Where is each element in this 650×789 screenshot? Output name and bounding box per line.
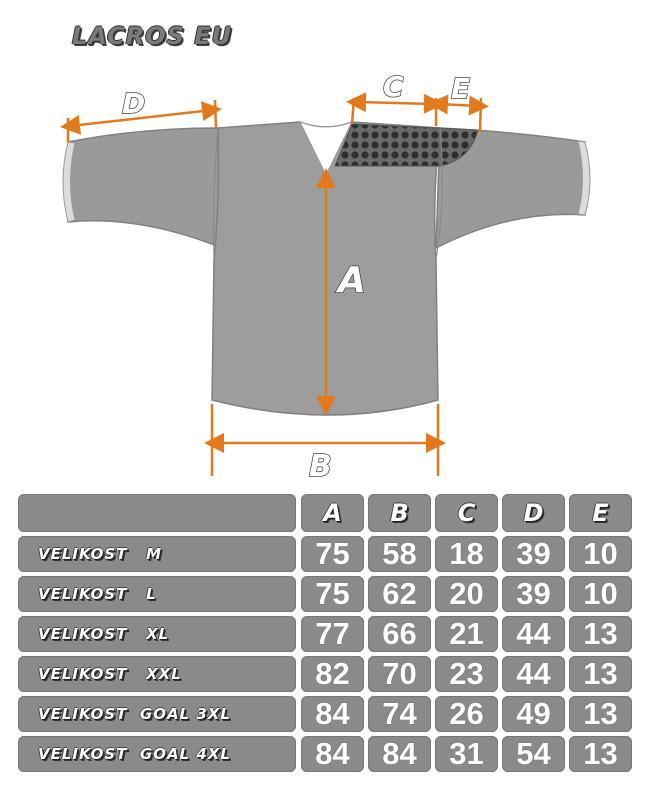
row-label: VELIKOST GOAL 4XL [18,736,296,772]
col-header-d: D [502,494,565,532]
cell-value: 23 [435,656,498,692]
arrow-e [428,94,489,116]
cell-value: 75 [301,576,364,612]
cell-value: 77 [301,616,364,652]
cell-value: 74 [368,696,431,732]
cell-value: 84 [368,736,431,772]
arrow-c [346,92,444,114]
cell-value: 13 [569,696,632,732]
right-cuff [577,140,591,216]
label-d: D [122,87,145,120]
header-blank-cell [18,494,296,532]
cell-value: 54 [502,736,565,772]
label-c: C [383,70,404,103]
cell-value: 58 [368,536,431,572]
cell-value: 84 [301,696,364,732]
cell-value: 49 [502,696,565,732]
label-b: B [309,449,332,480]
col-header-b: B [368,494,431,532]
cell-value: 75 [301,536,364,572]
cell-value: 26 [435,696,498,732]
label-a: A [335,260,366,301]
left-sleeve [67,127,223,250]
row-label: VELIKOST L [18,576,296,612]
left-cuff [62,141,76,223]
row-label: VELIKOST XL [18,616,296,652]
cell-value: 44 [502,656,565,692]
cell-value: 10 [569,536,632,572]
col-header-a: A [301,494,364,532]
cell-value: 70 [368,656,431,692]
cell-value: 31 [435,736,498,772]
jersey-diagram: A B C D E [60,69,591,480]
col-header-e: E [569,494,632,532]
cell-value: 84 [301,736,364,772]
label-e: E [451,72,470,105]
row-label: VELIKOST GOAL 3XL [18,696,296,732]
cell-value: 20 [435,576,498,612]
arrow-d [60,101,222,135]
col-header-c: C [435,494,498,532]
page-title: LACROS EU [72,22,233,50]
cell-value: 44 [502,616,565,652]
cell-value: 66 [368,616,431,652]
cell-value: 10 [569,576,632,612]
cell-value: 13 [569,736,632,772]
row-label: VELIKOST M [18,536,296,572]
cell-value: 82 [301,656,364,692]
cell-value: 18 [435,536,498,572]
cell-value: 13 [569,616,632,652]
mesh-panel [334,123,479,167]
cell-value: 21 [435,616,498,652]
cell-value: 39 [502,536,565,572]
row-label: VELIKOST XXL [18,656,296,692]
cell-value: 13 [569,656,632,692]
cell-value: 39 [502,576,565,612]
cell-value: 62 [368,576,431,612]
